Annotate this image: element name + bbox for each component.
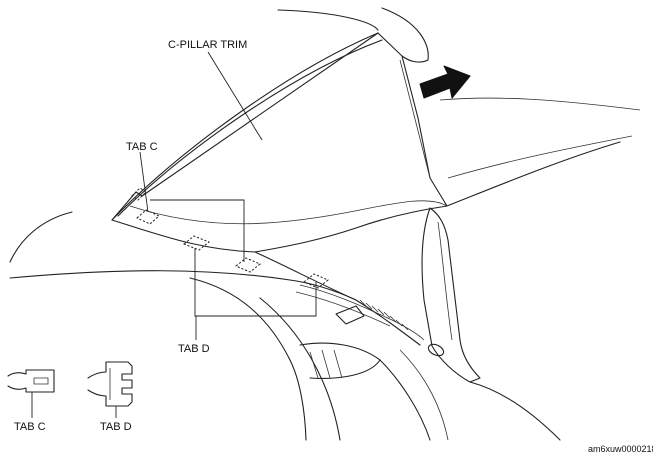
c-pillar-trim	[111, 32, 448, 253]
tab-d-location-3	[303, 273, 329, 289]
leader-tab-d	[194, 248, 317, 317]
trim-inner-edge	[399, 59, 431, 179]
tab-d-icon	[87, 361, 133, 418]
quarter-trim-inner	[437, 221, 453, 341]
tab-d-location-2	[235, 257, 261, 273]
seat-shoulder	[189, 277, 307, 441]
label-c-pillar-trim: C-PILLAR TRIM	[168, 39, 247, 51]
package-tray	[9, 270, 357, 301]
rear-glass-edge-inner	[117, 39, 383, 217]
rear-glass-edge	[111, 32, 379, 221]
label-tab-d-detail: TAB D	[100, 421, 132, 433]
quarter-trim	[421, 207, 481, 383]
leader-c-pillar-trim	[207, 51, 263, 141]
leader-tab-c	[139, 151, 149, 213]
tray-hatch	[359, 299, 409, 331]
seat-rear	[469, 381, 561, 441]
headliner-upper	[439, 97, 641, 111]
roof-outline-rear	[381, 7, 429, 63]
label-tab-c-top: TAB C	[126, 141, 158, 153]
package-tray-edge	[254, 251, 421, 346]
leader-tab-c-bracket	[150, 199, 245, 262]
tab-d-location-1	[183, 235, 210, 251]
tray-strip	[299, 284, 425, 341]
tab-c-location	[136, 209, 160, 225]
seat-side-2	[399, 349, 449, 441]
trim-lower-edge	[129, 200, 448, 225]
seat-side	[379, 359, 431, 441]
headliner-edge	[446, 141, 621, 207]
tray-clip	[335, 305, 365, 325]
seat-shoulder-2	[259, 297, 341, 441]
arrow-icon	[419, 65, 471, 99]
quarter-trim-hole	[427, 343, 445, 357]
label-tab-d: TAB D	[178, 343, 210, 355]
tab-c-icon	[7, 369, 55, 418]
roof-outline	[277, 9, 379, 31]
seat-lines	[309, 349, 343, 379]
seat-back	[9, 211, 73, 263]
headliner-line	[447, 135, 633, 179]
tab-c-location-top	[131, 187, 147, 201]
label-tab-c-detail: TAB C	[14, 421, 46, 433]
tray-strip-2	[295, 291, 391, 327]
figure-code: am6xuw0000218	[588, 444, 653, 454]
